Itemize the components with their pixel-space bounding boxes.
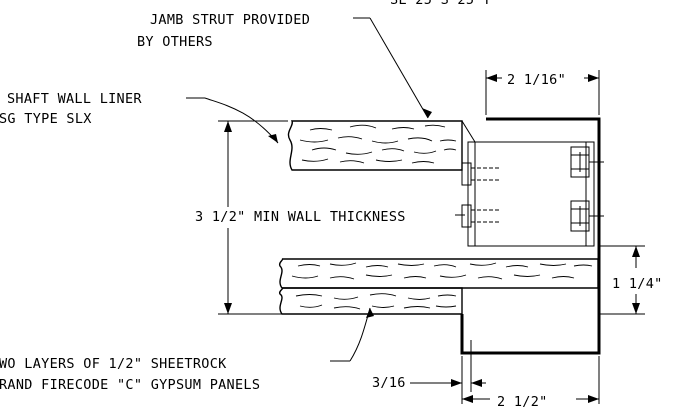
jamb-strut-label-2: BY OTHERS [137,34,213,50]
steel-c-channel [460,117,601,355]
jamb-strut-label-1: JAMB STRUT PROVIDED [150,12,310,28]
top-partial-text: SL 25 S 25 Y [390,0,491,8]
bottom-dimensions [410,340,600,404]
dim-bottom-width: 2 1/2" [497,394,548,409]
liner-label-1: SHAFT WALL LINER [7,91,142,107]
bolt-nuts [570,146,604,232]
leader-lines [186,17,465,362]
wall-thickness-label: 3 1/2" MIN WALL THICKNESS [195,209,406,225]
top-width-dimension [485,70,600,115]
wall-thickness-dimension [218,120,288,315]
gypsum-panels [278,258,599,315]
panels-label-1: WO LAYERS OF 1/2" SHEETROCK [0,356,227,372]
jamb-strut [461,120,595,247]
screws [461,162,500,228]
dim-top-width: 2 1/16" [507,72,566,88]
panels-label-2: RAND FIRECODE "C" GYPSUM PANELS [0,377,260,393]
shaft-wall-liner-panel [287,120,463,171]
dim-bottom-gap: 3/16 [372,375,406,391]
dim-side-height: 1 1/4" [612,276,663,292]
liner-label-2: SG TYPE SLX [0,111,92,127]
side-height-dimension [600,245,645,315]
